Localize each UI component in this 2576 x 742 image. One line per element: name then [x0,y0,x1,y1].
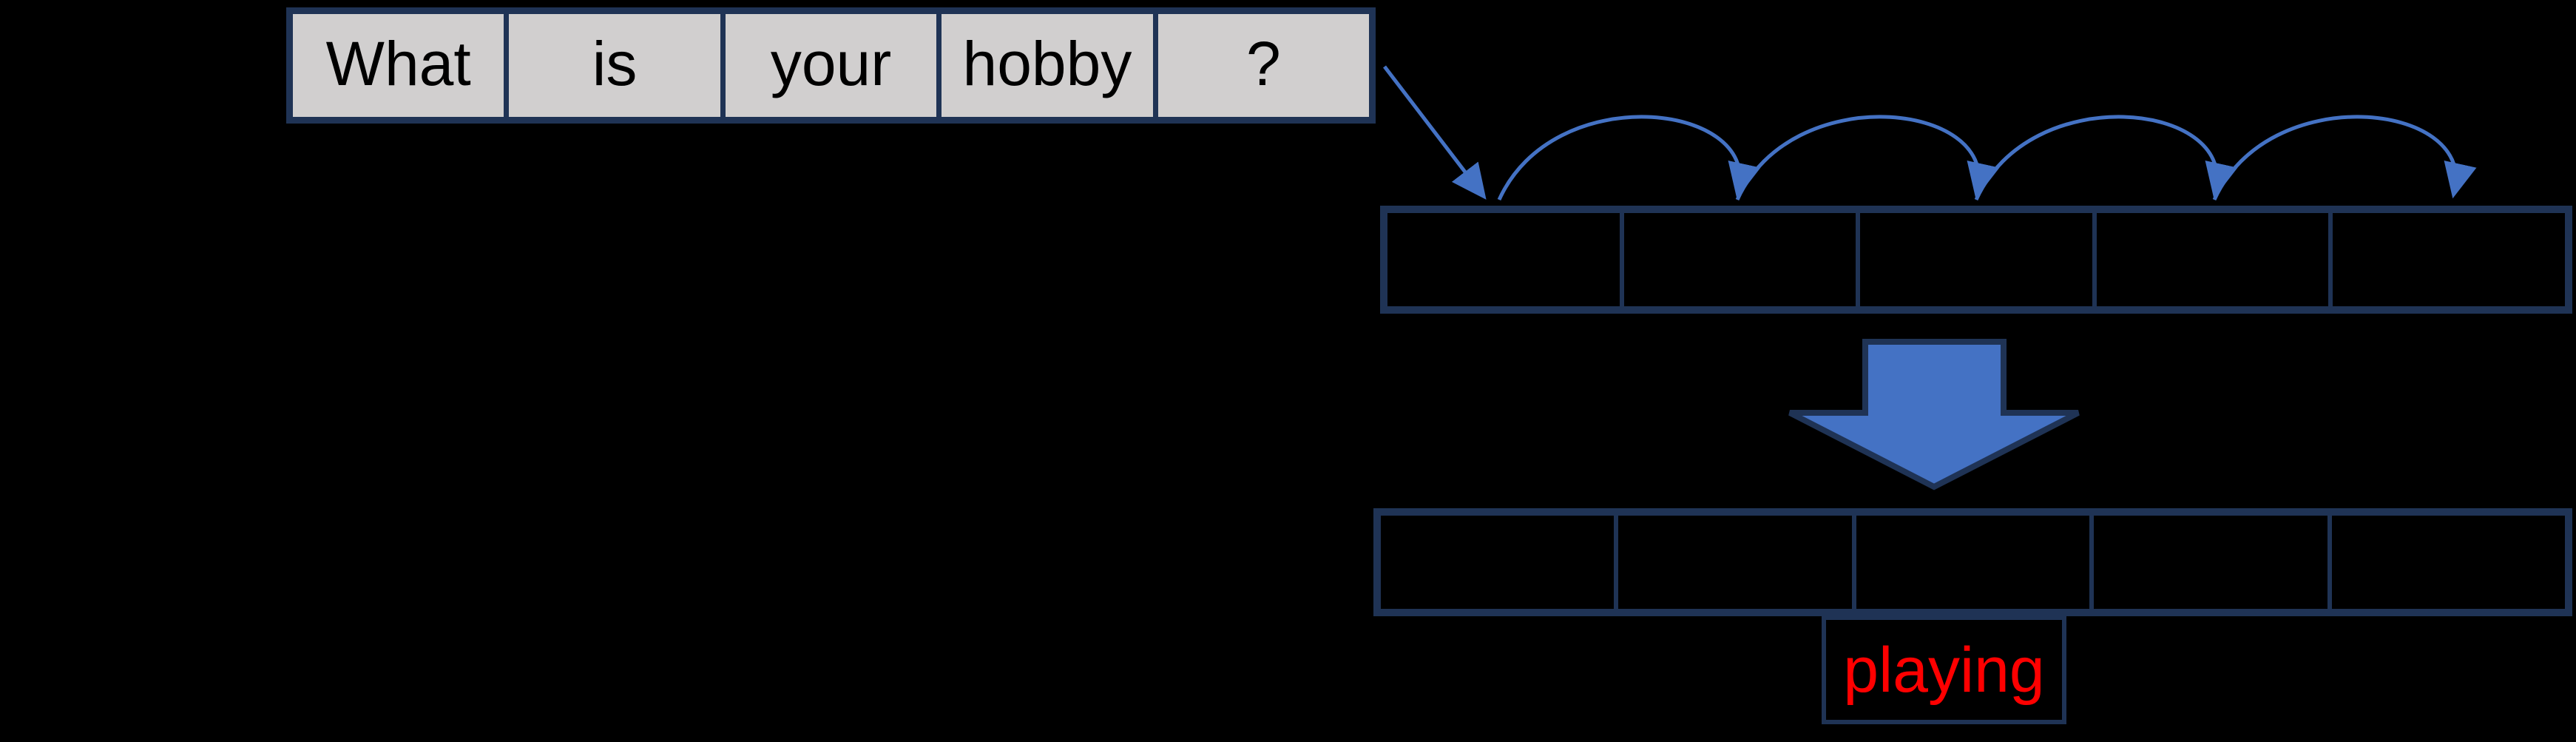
answer-label: playing [1843,634,2045,706]
top-sequence-cell-5 [2328,213,2565,306]
top-sequence-row [1380,206,2572,314]
token-label: ? [1245,28,1281,98]
token-label: your [770,28,892,98]
bottom-sequence-cell-2 [1614,516,1851,609]
hop-arc-icon-4 [2212,115,2477,201]
top-sequence-cell-4 [2092,213,2329,306]
top-sequence-cell-3 [1856,213,2092,306]
hop-arc-icon-1 [1497,115,1761,201]
bottom-sequence-cell-1 [1381,516,1614,609]
big-down-arrow-icon [1788,339,2080,490]
token-label: hobby [962,28,1132,98]
hop-arc-icon-2 [1735,115,2000,201]
bottom-sequence-cell-4 [2089,516,2327,609]
token-cell-your: your [720,14,937,117]
answer-box: playing [1822,615,2066,724]
question-to-sequence-arrow-icon [1383,65,1487,200]
question-token-row: What is your hobby ? [286,7,1376,124]
bottom-sequence-row [1373,508,2572,616]
hop-arc-icon-3 [1974,115,2238,201]
token-cell-hobby: hobby [936,14,1153,117]
token-cell-is: is [504,14,720,117]
bottom-sequence-cell-5 [2327,516,2565,609]
token-label: What [325,28,471,98]
token-cell-what: What [293,14,504,117]
top-sequence-cell-1 [1387,213,1620,306]
bottom-sequence-cell-3 [1851,516,2089,609]
token-label: is [592,28,638,98]
token-cell-questionmark: ? [1152,14,1370,117]
top-sequence-cell-2 [1619,213,1856,306]
